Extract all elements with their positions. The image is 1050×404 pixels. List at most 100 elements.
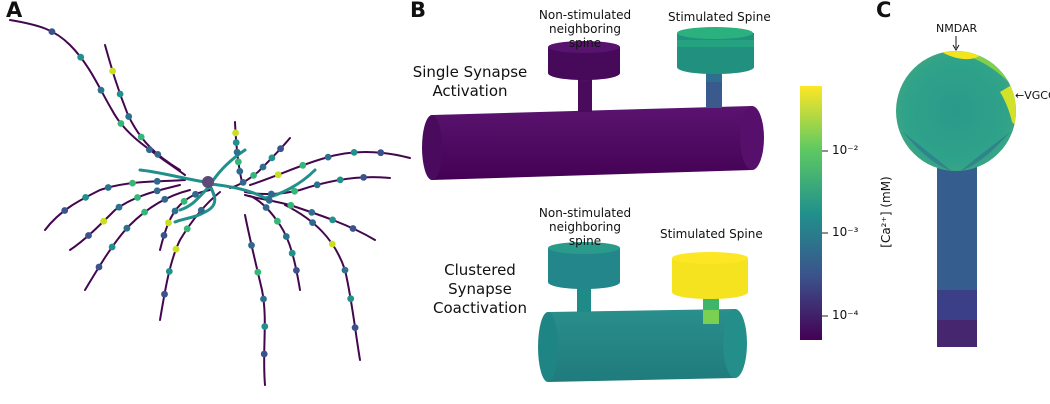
spine-marker <box>313 181 321 189</box>
panel-letter-b: B <box>410 0 427 22</box>
spine-marker <box>287 201 295 209</box>
spine-marker <box>261 323 269 330</box>
spine-marker <box>234 158 242 166</box>
spine-marker <box>123 224 131 232</box>
spine-marker <box>282 233 290 240</box>
spine-marker <box>100 217 108 225</box>
bottom-neighbor-spine-label: Non-stimulated neighboring spine <box>538 206 632 248</box>
top-neighbor-spine-text: Non-stimulated neighboring spine <box>538 8 632 50</box>
spine-marker <box>104 184 112 191</box>
spine-marker <box>308 209 316 216</box>
spine-marker <box>161 290 168 298</box>
spine-marker <box>61 207 69 214</box>
spine-marker <box>232 139 240 146</box>
single-synapse-condition-label: Single Synapse Activation <box>412 63 528 100</box>
spine-marker <box>48 28 56 35</box>
colorbar-gradient <box>800 86 822 340</box>
spine-marker <box>77 53 85 61</box>
clustered-synapse-condition-label: Clustered Synapse Coactivation <box>433 261 527 317</box>
spine-marker <box>267 190 275 198</box>
spine-marker <box>129 179 136 187</box>
distal-dendrites <box>9 19 411 386</box>
spine-marker <box>288 249 296 257</box>
spine-marker <box>377 149 385 157</box>
spine-marker <box>329 216 336 224</box>
spine-marker <box>239 179 247 186</box>
colorbar-ticks <box>822 150 828 317</box>
spine-marker <box>274 217 281 225</box>
spine-marker <box>259 163 267 171</box>
panel-letter-c: C <box>876 0 892 22</box>
spine-marker <box>160 232 168 239</box>
spine-marker <box>146 146 153 154</box>
spine-marker <box>248 241 255 249</box>
spine-marker <box>117 120 125 127</box>
spine-marker <box>232 129 240 137</box>
spine-marker <box>268 154 276 162</box>
top-stimulated-spine-label: Stimulated Spine <box>668 10 771 24</box>
spine-marker <box>134 194 141 201</box>
spine-marker <box>336 176 344 184</box>
colorbar-tick-1e-2: 10⁻² <box>832 143 859 157</box>
spine-marker <box>97 86 105 94</box>
spine-marker <box>180 197 188 205</box>
spine-marker <box>109 67 116 75</box>
spine-marker <box>95 263 103 271</box>
spine-marker <box>108 243 116 251</box>
spine-marker <box>115 203 123 211</box>
soma <box>202 176 214 188</box>
spine-marker <box>236 167 244 175</box>
spine-marker <box>141 208 149 216</box>
spine-marker <box>153 187 161 195</box>
spine-marker <box>154 151 162 158</box>
bottom-stimulated-spine-label: Stimulated Spine <box>660 227 763 241</box>
vgcc-label: ←VGCC <box>1015 89 1050 102</box>
spine-marker <box>360 174 367 181</box>
nmdar-label: NMDAR <box>936 22 978 35</box>
spine-marker <box>250 172 257 179</box>
clustered-synapse-model <box>538 242 748 382</box>
top-neighbor-spine-label: Non-stimulated neighboring spine <box>535 8 635 50</box>
spine-marker <box>309 219 316 227</box>
colorbar-tick-1e-3: 10⁻³ <box>832 225 859 239</box>
spine-marker <box>125 113 133 120</box>
single-synapse-model <box>422 27 764 180</box>
spine-marker <box>161 195 169 203</box>
spine-marker <box>153 177 161 185</box>
spine-marker <box>265 197 273 204</box>
spine-marker <box>137 133 145 141</box>
spine-marker <box>277 145 284 153</box>
spine-marker <box>172 245 180 253</box>
spine-marker <box>293 267 300 274</box>
spine-marker <box>260 350 268 358</box>
spine-marker <box>165 219 172 227</box>
spine-marker <box>328 240 336 248</box>
spine-marker <box>183 225 191 233</box>
spine-marker <box>324 153 332 161</box>
colorbar-axis-label: [Ca²⁺] (mM) <box>879 176 893 248</box>
spine-marker <box>85 232 92 239</box>
spine-marker <box>274 171 282 179</box>
spine-marker <box>82 194 89 201</box>
spine-marker <box>192 190 199 198</box>
spine-marker <box>291 187 298 195</box>
colorbar-tick-1e-4: 10⁻⁴ <box>832 308 859 322</box>
neuron-morphology <box>9 19 411 386</box>
spine-marker <box>165 268 173 275</box>
spine-marker <box>351 324 359 331</box>
spine-marker <box>260 295 267 303</box>
spine-marker <box>262 204 270 211</box>
spine-marker <box>254 268 262 276</box>
spine-marker <box>341 266 349 274</box>
spine-marker <box>349 225 357 232</box>
spine-marker <box>350 149 358 156</box>
spine-markers <box>48 28 385 358</box>
spine-marker <box>171 207 179 215</box>
spine-marker <box>233 148 241 156</box>
spine-cross-section <box>896 36 1016 347</box>
spine-marker <box>347 295 355 303</box>
spine-marker <box>197 206 205 214</box>
spine-marker <box>299 161 307 169</box>
spine-marker <box>116 90 124 98</box>
